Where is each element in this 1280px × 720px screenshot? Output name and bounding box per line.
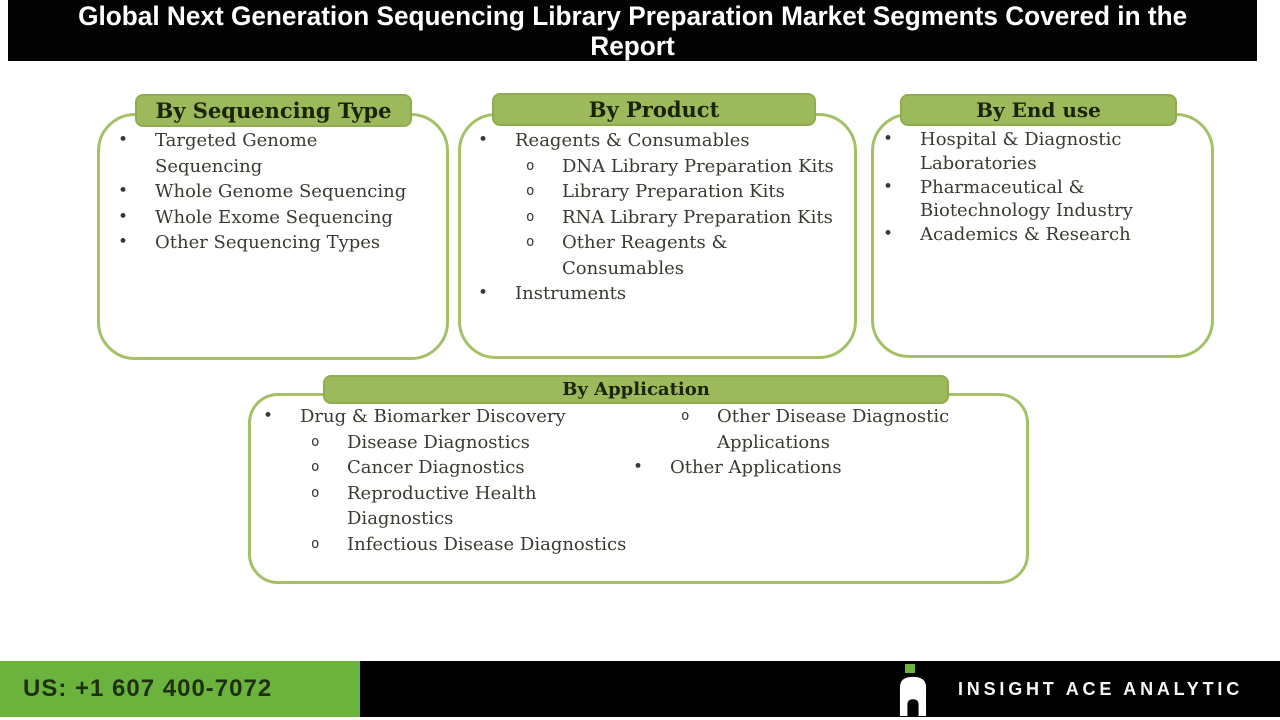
list-item: • Reagents & Consumables	[470, 128, 855, 154]
title-banner: Global Next Generation Sequencing Librar…	[8, 0, 1257, 61]
bullet-marker: •	[263, 406, 274, 426]
segment-box-application	[248, 393, 1029, 584]
list-item-text: Whole Genome Sequencing	[155, 181, 407, 202]
bullet-marker: •	[633, 457, 644, 478]
list-item: • Whole Genome Sequencing	[110, 179, 445, 205]
list-item-text: Other Applications	[670, 457, 842, 479]
list-item: o RNA Library Preparation Kits	[470, 205, 855, 231]
brand-logo-icon	[898, 664, 930, 716]
product-list: • Reagents & Consumables o DNA Library Prep…	[470, 128, 855, 307]
list-item-text: DNA Library Preparation Kits	[562, 155, 834, 177]
list-item-text: Targeted Genome Sequencing	[155, 130, 318, 177]
list-item-text: Academics & Research	[920, 224, 1131, 246]
list-item-text: RNA Library Preparation Kits	[562, 206, 833, 228]
segment-box-product	[458, 113, 857, 359]
list-item: • Whole Exome Sequencing	[110, 205, 445, 231]
list-item: o DNA Library Preparation Kits	[470, 154, 855, 180]
bullet-marker: o	[681, 408, 690, 424]
bullet-marker: •	[118, 181, 129, 201]
list-item: • Pharmaceutical & Biotechnology Industry	[875, 176, 1210, 224]
list-item-text: Pharmaceutical & Biotechnology Industry	[920, 176, 1133, 222]
bullet-marker: o	[526, 234, 535, 250]
sequencing-type-list: • Targeted Genome Sequencing • Whole Genome…	[110, 128, 445, 256]
list-item: • Hospital & Diagnostic Laboratories	[875, 128, 1210, 176]
list-item-text: Instruments	[515, 283, 627, 304]
phone-block: US: +1 607 400-7072	[0, 661, 360, 717]
list-item-text: Reproductive Health Diagnostics	[347, 482, 537, 530]
logo-green-dot-icon	[905, 664, 915, 673]
list-item: o Other Disease Diagnostic Applications	[625, 404, 1020, 455]
bullet-marker: •	[883, 224, 894, 245]
list-item-text: Other Reagents & Consumables	[562, 232, 728, 279]
list-item-text: Whole Exome Sequencing	[155, 206, 393, 228]
segment-header-product: By Product	[492, 93, 816, 126]
list-item-text: Other Disease Diagnostic Applications	[717, 406, 950, 453]
application-list-right-column: o Other Disease Diagnostic Applications • O…	[625, 404, 1020, 481]
segment-header-application: By Application	[323, 375, 949, 404]
brand-name: INSIGHT ACE ANALYTIC	[958, 678, 1244, 699]
list-item: o Infectious Disease Diagnostics	[255, 532, 640, 558]
bullet-marker: •	[118, 232, 129, 252]
bullet-marker: o	[311, 459, 320, 476]
list-item: o Other Reagents & Consumables	[470, 230, 855, 281]
list-item: • Instruments	[470, 281, 855, 307]
bullet-marker: •	[883, 176, 894, 197]
list-item: • Academics & Research	[875, 223, 1210, 247]
list-item-text: Infectious Disease Diagnostics	[347, 533, 627, 555]
list-item-text: Cancer Diagnostics	[347, 457, 525, 479]
list-item: • Other Sequencing Types	[110, 230, 445, 256]
bullet-marker: o	[311, 484, 320, 501]
bullet-marker: o	[311, 535, 320, 552]
bullet-marker: •	[118, 206, 129, 227]
list-item-text: Drug & Biomarker Discovery	[300, 406, 566, 427]
list-item-text: Other Sequencing Types	[155, 232, 381, 253]
list-item-text: Reagents & Consumables	[515, 130, 750, 151]
application-list-left-column: • Drug & Biomarker Discovery o Disease Diag…	[255, 404, 640, 558]
list-item-text: Library Preparation Kits	[562, 181, 785, 202]
list-item: o Disease Diagnostics	[255, 430, 640, 456]
list-item: o Library Preparation Kits	[470, 179, 855, 205]
list-item: • Other Applications	[625, 455, 1020, 481]
bullet-marker: o	[526, 208, 535, 225]
page-title-line-2: Report	[590, 30, 675, 61]
page-title-line-1: Global Next Generation Sequencing Librar…	[78, 0, 1187, 31]
bullet-marker: •	[478, 130, 489, 150]
segment-box-end-use	[871, 113, 1214, 358]
logo-a-glyph-icon	[899, 676, 927, 716]
list-item-text: Hospital & Diagnostic Laboratories	[920, 129, 1122, 174]
list-item: • Drug & Biomarker Discovery	[255, 404, 640, 430]
end-use-list: • Hospital & Diagnostic Laboratories • Phar…	[875, 128, 1210, 247]
bullet-marker: •	[478, 283, 489, 303]
list-item-text: Disease Diagnostics	[347, 431, 530, 453]
bullet-marker: •	[118, 130, 129, 150]
segment-header-sequencing-type: By Sequencing Type	[135, 94, 412, 127]
segment-header-end-use: By End use	[900, 94, 1177, 126]
list-item: o Cancer Diagnostics	[255, 455, 640, 481]
bullet-marker: •	[883, 129, 894, 149]
footer-bar: US: +1 607 400-7072 INSIGHT ACE ANALYTIC	[0, 661, 1280, 717]
list-item: • Targeted Genome Sequencing	[110, 128, 445, 179]
list-item: o Reproductive Health Diagnostics	[255, 481, 640, 532]
bullet-marker: o	[311, 433, 320, 450]
phone-number: US: +1 607 400-7072	[23, 675, 273, 702]
bullet-marker: o	[526, 157, 535, 174]
bullet-marker: o	[526, 183, 535, 199]
